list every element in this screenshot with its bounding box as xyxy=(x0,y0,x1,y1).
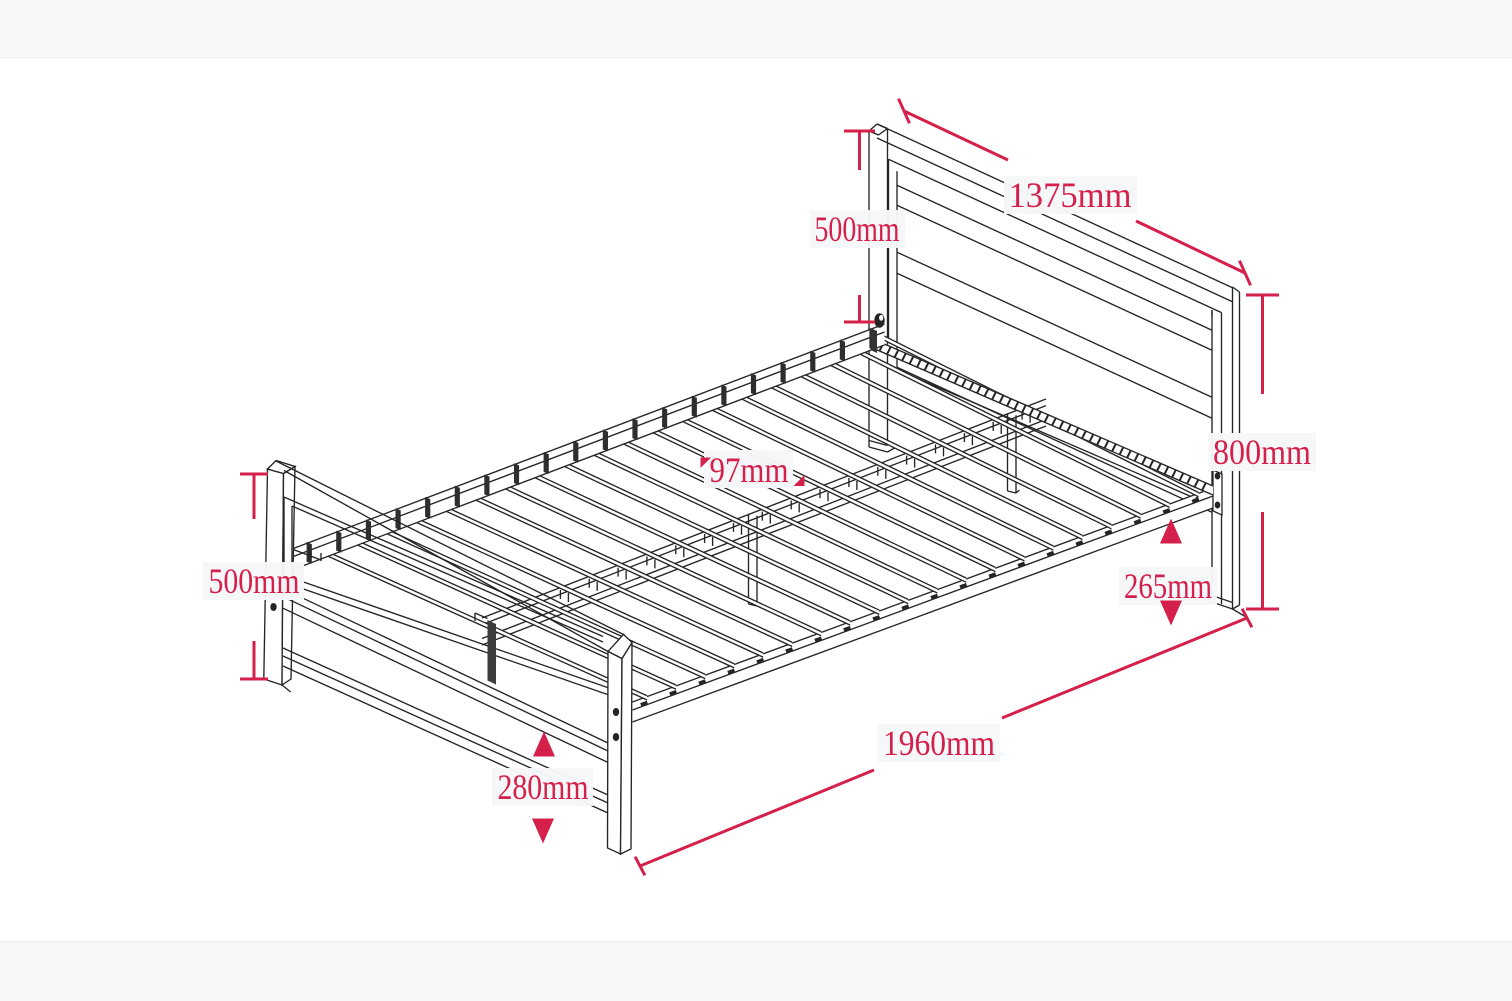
svg-text:800mm: 800mm xyxy=(1213,432,1311,472)
svg-text:280mm: 280mm xyxy=(498,767,589,807)
svg-text:97mm: 97mm xyxy=(710,450,789,490)
svg-text:500mm: 500mm xyxy=(815,209,900,249)
svg-text:265mm: 265mm xyxy=(1124,566,1212,606)
svg-text:500mm: 500mm xyxy=(209,561,300,601)
svg-text:1375mm: 1375mm xyxy=(1009,175,1132,215)
svg-text:1960mm: 1960mm xyxy=(883,723,995,763)
